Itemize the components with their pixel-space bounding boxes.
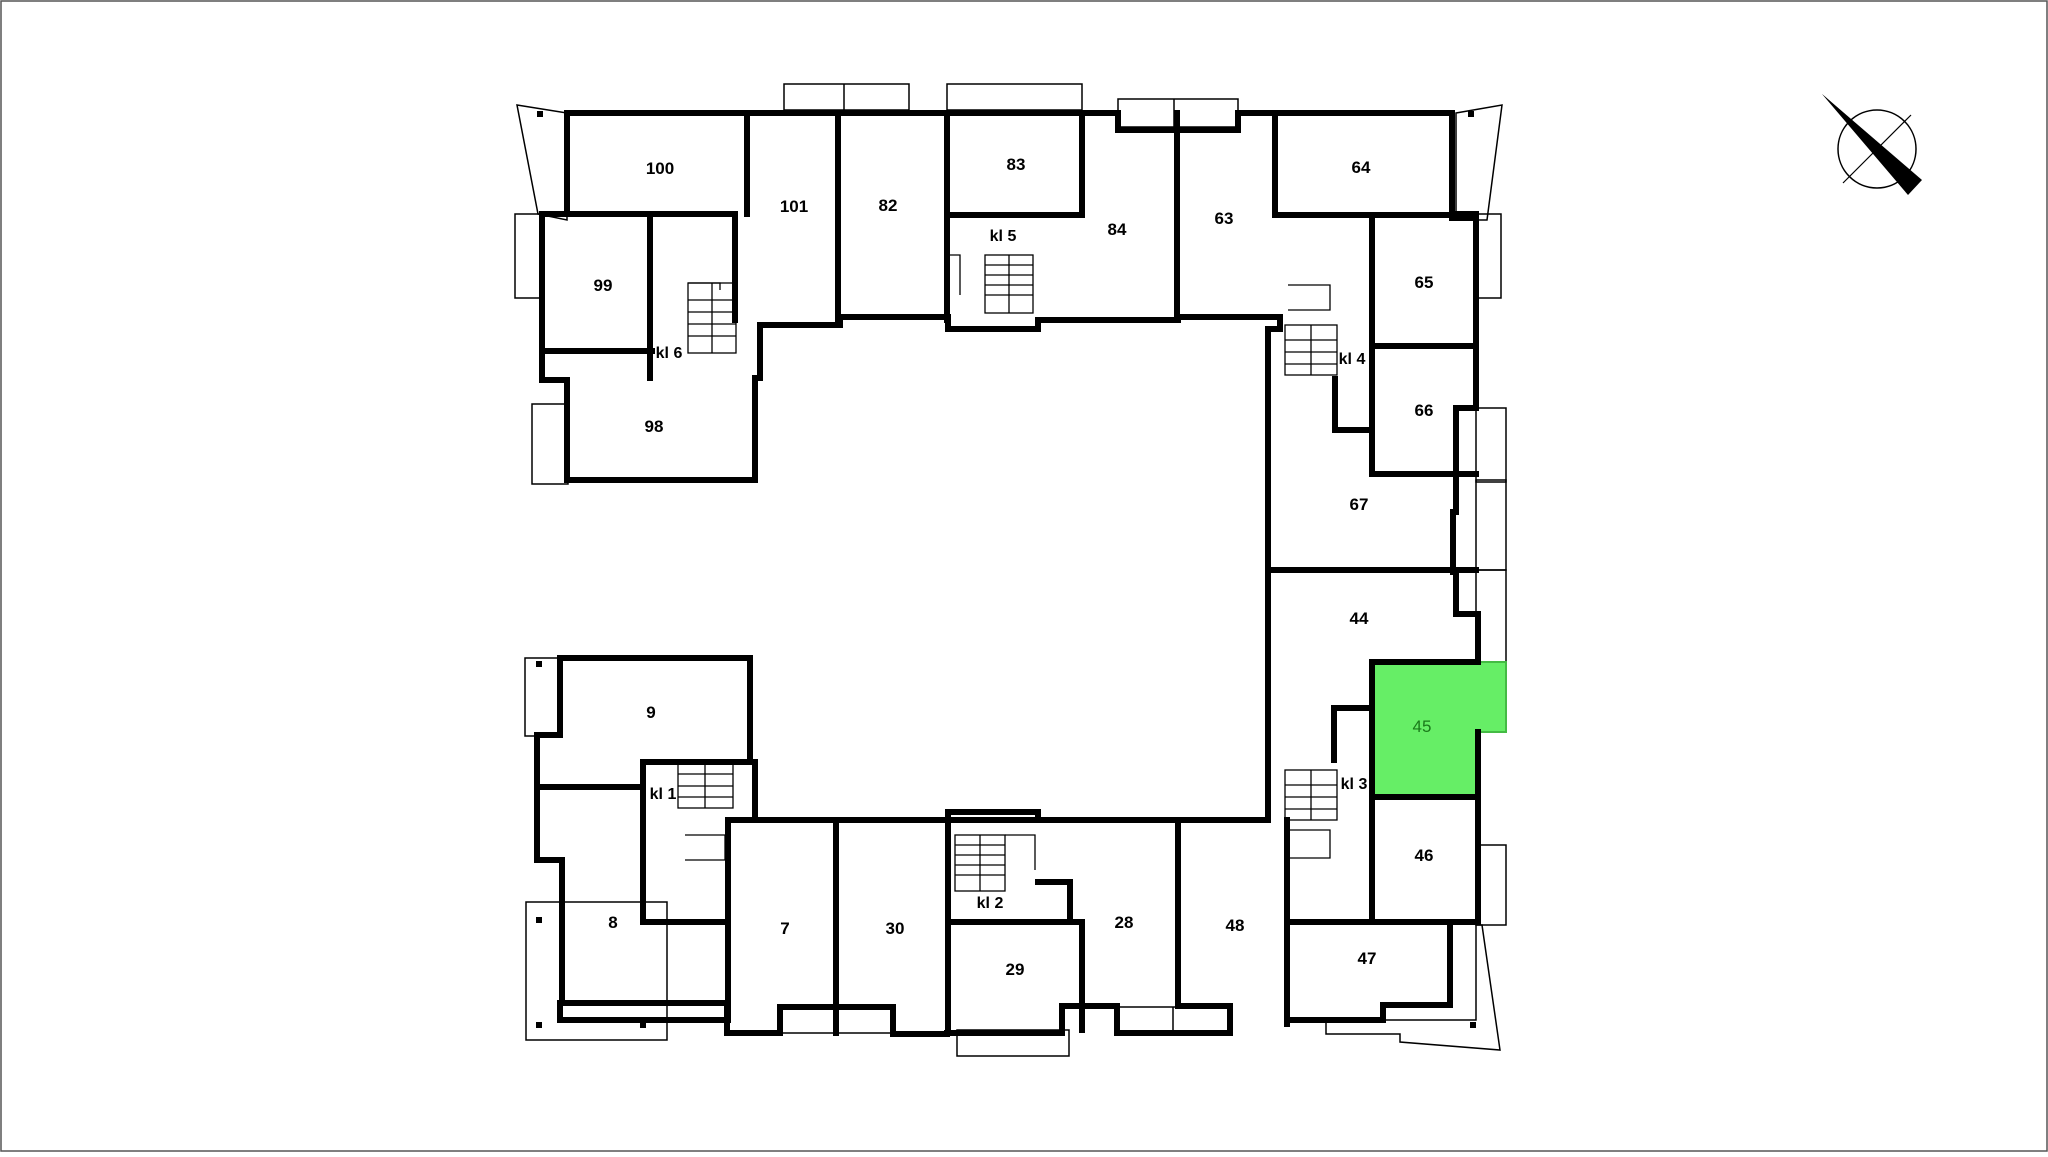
stairwell-kl6-label: kl 6 (656, 345, 683, 362)
stairwell-kl5-label: kl 5 (990, 228, 1017, 245)
apartment-30-label[interactable]: 30 (886, 919, 905, 938)
north-arrow-compass-icon (1822, 94, 1922, 195)
apartment-8-label[interactable]: 8 (608, 913, 617, 932)
stair-details (677, 254, 1338, 892)
apartment-45-label[interactable]: 45 (1413, 717, 1432, 736)
apartment-44-label[interactable]: 44 (1350, 609, 1369, 628)
apartment-labels: 100 101 82 83 84 63 64 99 65 66 98 67 44… (594, 155, 1434, 979)
apartment-83-label[interactable]: 83 (1007, 155, 1026, 174)
apartment-46-label[interactable]: 46 (1415, 846, 1434, 865)
apartment-67-label[interactable]: 67 (1350, 495, 1369, 514)
stairwell-kl4-label: kl 4 (1339, 351, 1366, 368)
balcony-markers (536, 111, 1476, 1028)
apartment-84-label[interactable]: 84 (1108, 220, 1127, 239)
apartment-82-label[interactable]: 82 (879, 196, 898, 215)
apartment-48-label[interactable]: 48 (1226, 916, 1245, 935)
apartment-66-label[interactable]: 66 (1415, 401, 1434, 420)
stairwell-kl1-label: kl 1 (650, 786, 677, 803)
apartment-9-label[interactable]: 9 (646, 703, 655, 722)
apartment-101-label[interactable]: 101 (780, 197, 808, 216)
apartment-45-highlight[interactable] (1371, 661, 1507, 798)
apartment-64-label[interactable]: 64 (1352, 158, 1371, 177)
apartment-7-label[interactable]: 7 (780, 919, 789, 938)
walls (534, 110, 1481, 1037)
apartment-28-label[interactable]: 28 (1115, 913, 1134, 932)
apartment-99-label[interactable]: 99 (594, 276, 613, 295)
apartment-29-label[interactable]: 29 (1006, 960, 1025, 979)
stairwell-kl3-label: kl 3 (1341, 776, 1368, 793)
apartment-100-label[interactable]: 100 (646, 159, 674, 178)
stairwell-kl2-label: kl 2 (977, 895, 1004, 912)
apartment-98-label[interactable]: 98 (645, 417, 664, 436)
stairwell-labels: kl 1 kl 2 kl 3 kl 4 kl 5 kl 6 (650, 228, 1368, 912)
apartment-47-label[interactable]: 47 (1358, 949, 1377, 968)
apartment-63-label[interactable]: 63 (1215, 209, 1234, 228)
apartment-65-label[interactable]: 65 (1415, 273, 1434, 292)
